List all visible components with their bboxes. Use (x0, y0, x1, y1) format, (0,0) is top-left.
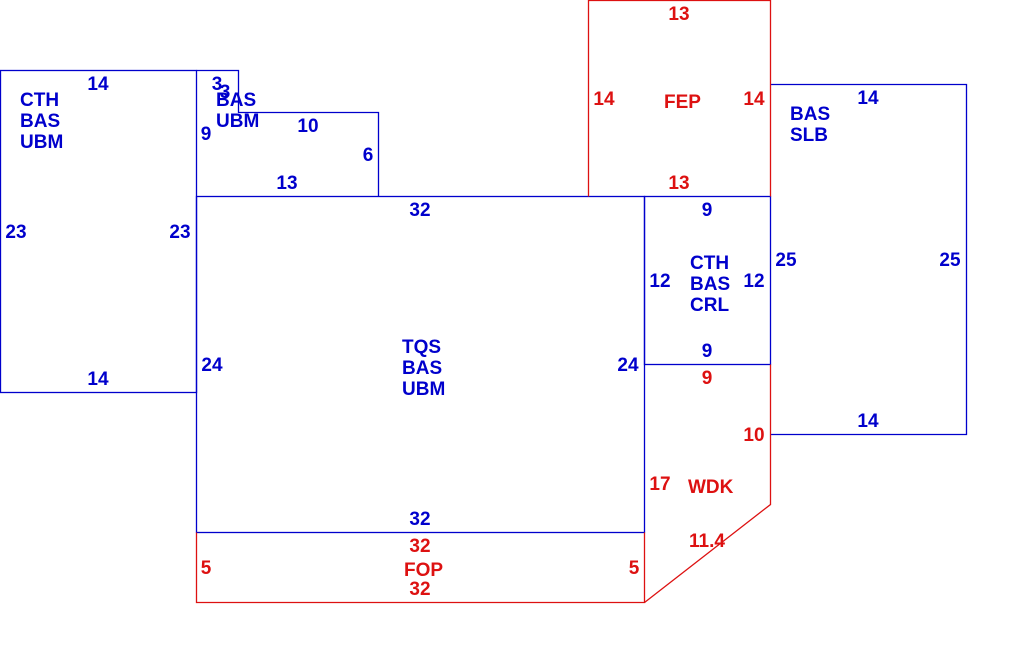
dim-wdk-top: 9 (702, 368, 713, 389)
dim-fep-bottom: 13 (668, 173, 689, 194)
area-label-fop: FOP (404, 560, 443, 581)
dim-cth-bas-crl-right: 12 (743, 271, 764, 292)
dim-fop-bottom: 32 (409, 579, 430, 600)
dim-cth-bas-ubm-left: 23 (5, 222, 26, 243)
dim-cth-bas-crl-bottom: 9 (702, 341, 713, 362)
red-outlines (195, 0, 772, 604)
dim-bas-slb-right: 25 (939, 250, 961, 271)
dim-fep-left: 14 (593, 89, 615, 110)
fop-outline (195, 532, 646, 604)
area-label-bas: BAS (790, 104, 830, 125)
area-label-fep: FEP (664, 92, 701, 113)
fep-outline (587, 0, 772, 197)
dim-tqs-bas-ubm-bottom: 32 (409, 509, 430, 530)
bas-ubm-small-outline (196, 69, 380, 197)
area-label-bas: BAS (690, 274, 730, 295)
area-labels-blue: CTH BAS UBM BAS UBM BAS SLB CTH BAS CRL … (20, 90, 830, 400)
dim-fop-right: 5 (629, 558, 640, 579)
dim-bas-slb-left: 25 (775, 250, 797, 271)
area-labels-red: FEP WDK FOP (404, 92, 734, 581)
dim-tqs-bas-ubm-right: 24 (617, 355, 639, 376)
area-label-bas: BAS (20, 111, 60, 132)
dim-bas-slb-top: 14 (857, 88, 879, 109)
dim-cth-bas-ubm-top: 14 (87, 74, 109, 95)
area-label-slb: SLB (790, 125, 828, 146)
blue-outlines (0, 69, 968, 534)
area-label-bas: BAS (402, 358, 442, 379)
dimension-labels-red: 13 14 14 13 9 10 17 11.4 32 5 5 32 (201, 4, 765, 600)
dim-bas-ubm-top-b: 3 (220, 82, 231, 103)
dim-cth-bas-crl-top: 9 (702, 200, 713, 221)
dim-cth-bas-crl-left: 12 (649, 271, 670, 292)
dim-fep-right: 14 (743, 89, 765, 110)
cth-bas-crl-outline (643, 195, 772, 366)
area-label-tqs: TQS (402, 337, 441, 358)
dim-fop-top: 32 (409, 536, 430, 557)
bas-slb-outline (770, 83, 968, 436)
dim-tqs-bas-ubm-left: 24 (201, 355, 223, 376)
dim-wdk-diagonal: 11.4 (689, 531, 725, 552)
area-label-crl: CRL (690, 295, 729, 316)
dim-bas-ubm-left: 9 (201, 124, 212, 145)
area-label-ubm: UBM (216, 111, 259, 132)
dimension-labels-blue: 14 23 23 14 3 3 9 10 6 13 14 25 25 14 9 … (5, 74, 961, 530)
dim-bas-slb-bottom: 14 (857, 411, 879, 432)
area-label-cth: CTH (20, 90, 59, 111)
area-label-bas: BAS (216, 90, 256, 111)
dim-bas-ubm-right: 6 (363, 145, 374, 166)
dim-wdk-left: 17 (649, 474, 670, 495)
area-label-ubm: UBM (402, 379, 445, 400)
dim-fop-left: 5 (201, 558, 212, 579)
dim-fep-top: 13 (668, 4, 689, 25)
area-label-ubm: UBM (20, 132, 63, 153)
area-label-cth: CTH (690, 253, 729, 274)
dim-bas-ubm-top: 10 (297, 116, 318, 137)
dim-bas-ubm-bottom: 13 (276, 173, 297, 194)
wdk-outline (644, 364, 772, 604)
dim-tqs-bas-ubm-top: 32 (409, 200, 430, 221)
dim-cth-bas-ubm-right: 23 (169, 222, 190, 243)
area-label-wdk: WDK (688, 477, 734, 498)
dim-cth-bas-ubm-bottom: 14 (87, 369, 109, 390)
dim-bas-ubm-top-a: 3 (212, 74, 223, 95)
dim-wdk-right: 10 (743, 425, 764, 446)
